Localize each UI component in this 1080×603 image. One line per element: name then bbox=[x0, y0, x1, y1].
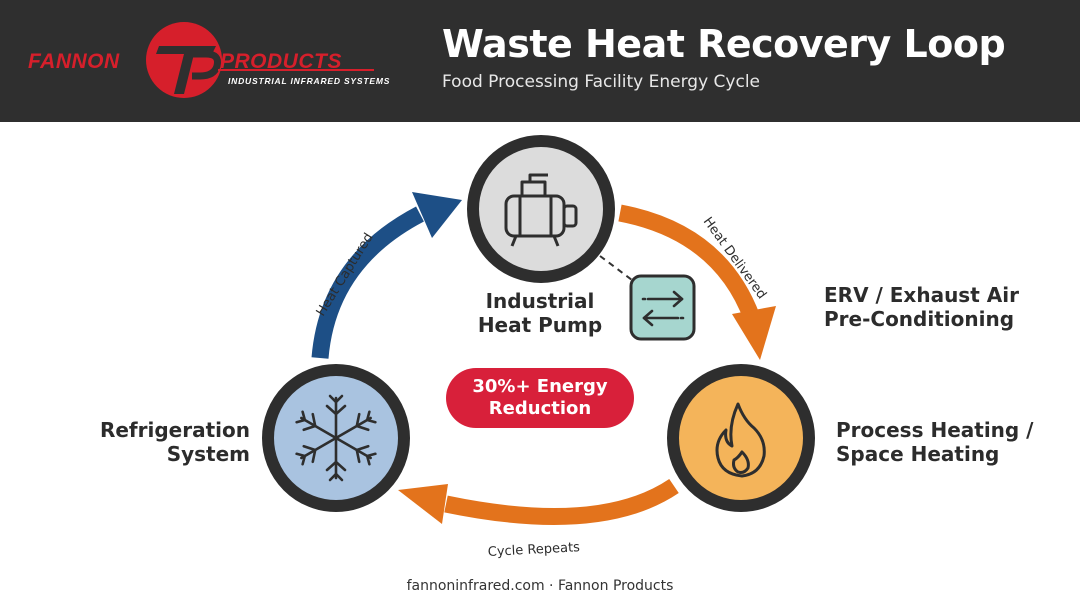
header-bar: FANNON PRODUCTS INDUSTRIAL INFRARED SYST… bbox=[0, 0, 1080, 122]
heat-delivered-arrow bbox=[618, 204, 776, 360]
erv-label: ERV / Exhaust Air Pre-Conditioning bbox=[824, 283, 1019, 331]
compressor-icon bbox=[504, 173, 578, 247]
heat-pump-node[interactable] bbox=[467, 135, 615, 283]
brand-tagline: INDUSTRIAL INFRARED SYSTEMS bbox=[228, 76, 391, 86]
erv-connector bbox=[599, 255, 633, 281]
heat-pump-label-line1: Industrial bbox=[485, 289, 595, 313]
brand-left-word: FANNON bbox=[28, 50, 120, 73]
process-heating-label-line2: Space Heating bbox=[836, 442, 1000, 466]
cycle-repeats-arrow bbox=[398, 478, 679, 525]
exchange-arrows-icon bbox=[641, 290, 685, 327]
heat-pump-label-line2: Heat Pump bbox=[477, 313, 603, 337]
refrigeration-label-line2: System bbox=[166, 442, 250, 466]
heat-captured-arrow bbox=[311, 192, 462, 359]
energy-reduction-badge: 30%+ Energy Reduction bbox=[446, 368, 634, 428]
snowflake-icon bbox=[295, 394, 377, 482]
fannon-logo[interactable]: FANNON PRODUCTS INDUSTRIAL INFRARED SYST… bbox=[24, 20, 389, 102]
flame-icon bbox=[715, 402, 766, 478]
process-heating-label: Process Heating / Space Heating bbox=[836, 418, 1034, 466]
badge-line2: Reduction bbox=[488, 398, 592, 419]
page-title: Waste Heat Recovery Loop bbox=[442, 22, 1006, 66]
erv-label-line1: ERV / Exhaust Air bbox=[824, 283, 1019, 307]
heat-captured-label: Heat Captured bbox=[314, 231, 377, 319]
heat-recovery-diagram: Heat Captured Heat Delivered Cycle Repea… bbox=[262, 135, 815, 560]
process-heating-node[interactable] bbox=[667, 364, 815, 512]
footer-credit[interactable]: fannoninfrared.com · Fannon Products bbox=[406, 578, 674, 594]
refrigeration-label: Refrigeration System bbox=[60, 418, 250, 466]
brand-right-word: PRODUCTS bbox=[220, 50, 342, 73]
erv-label-line2: Pre-Conditioning bbox=[824, 307, 1015, 331]
process-heating-label-line1: Process Heating / bbox=[836, 418, 1034, 442]
erv-exchanger-node[interactable] bbox=[629, 274, 696, 341]
heat-pump-label: Industrial Heat Pump bbox=[460, 289, 620, 337]
cycle-repeats-label: Cycle Repeats bbox=[487, 540, 580, 560]
page-subtitle: Food Processing Facility Energy Cycle bbox=[442, 72, 761, 92]
refrigeration-node[interactable] bbox=[262, 364, 410, 512]
fp-logo-mark bbox=[146, 22, 374, 98]
badge-line1: 30%+ Energy bbox=[472, 376, 608, 397]
refrigeration-label-line1: Refrigeration bbox=[99, 418, 250, 442]
